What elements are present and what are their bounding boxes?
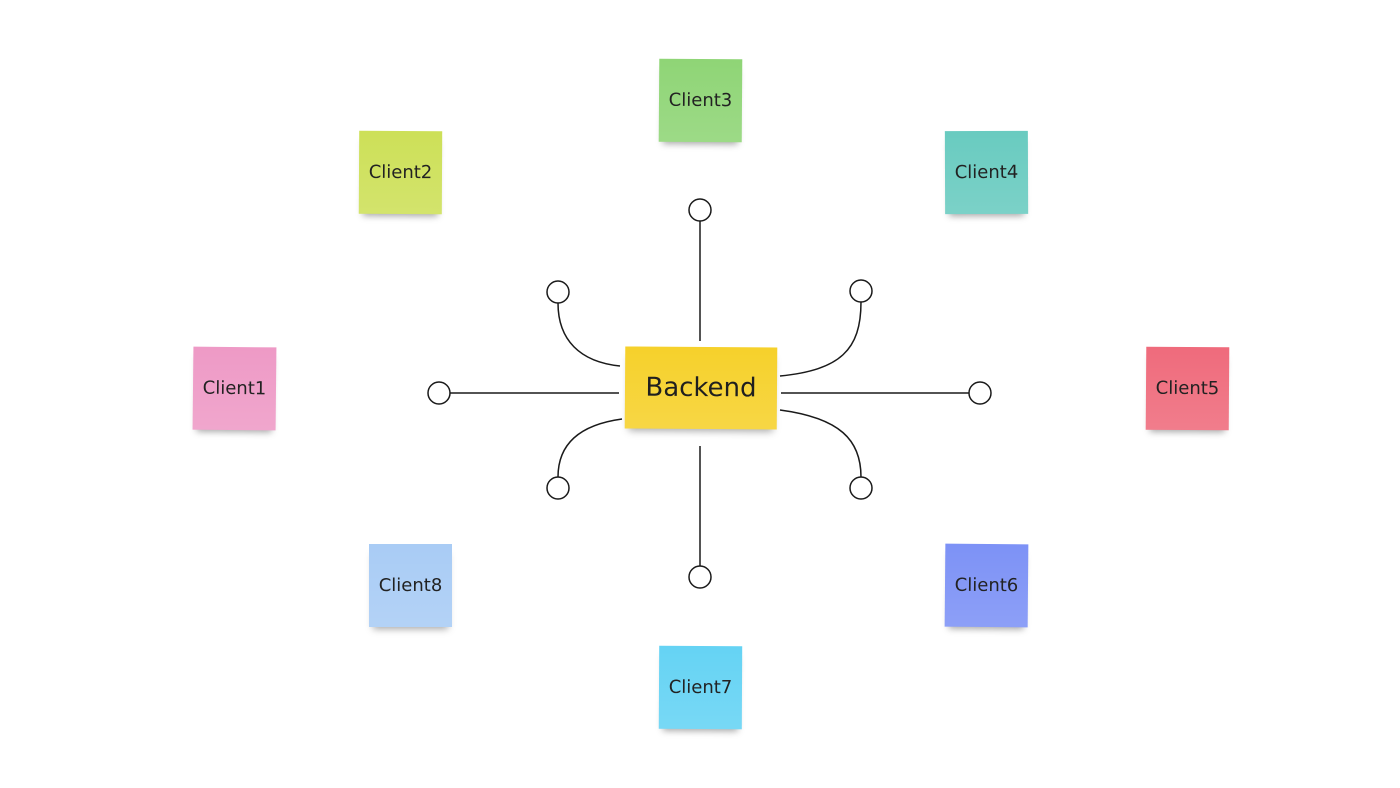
client5-label: Client5	[1155, 377, 1220, 400]
connector-curve-bottom-left	[557, 418, 623, 478]
endpoint-circle-top[interactable]	[688, 198, 712, 222]
client3-label: Client3	[668, 89, 733, 112]
client3-sticky-note[interactable]: Client3	[658, 58, 743, 143]
client1-sticky-note[interactable]: Client1	[192, 346, 277, 431]
endpoint-circle-bottom[interactable]	[688, 565, 712, 589]
client5-sticky-note[interactable]: Client5	[1145, 346, 1230, 431]
client6-sticky-note[interactable]: Client6	[944, 543, 1029, 628]
connector-curve-top-left	[557, 302, 621, 367]
client7-label: Client7	[668, 676, 733, 699]
client1-label: Client1	[202, 377, 267, 400]
client8-label: Client8	[378, 575, 443, 596]
client7-sticky-note[interactable]: Client7	[658, 645, 743, 730]
backend-label: Backend	[645, 372, 757, 404]
client4-label: Client4	[954, 161, 1019, 184]
connector-curve-top-right	[779, 301, 862, 377]
endpoint-circle-left[interactable]	[427, 381, 451, 405]
endpoint-circle-top-right[interactable]	[849, 279, 873, 303]
client2-label: Client2	[368, 161, 433, 184]
client2-sticky-note[interactable]: Client2	[358, 130, 443, 215]
endpoint-circle-bottom-left[interactable]	[546, 476, 570, 500]
client6-label: Client6	[954, 574, 1019, 597]
client4-sticky-note[interactable]: Client4	[944, 130, 1029, 215]
endpoint-circle-right[interactable]	[968, 381, 992, 405]
connector-curve-bottom-right	[779, 409, 862, 478]
client8-sticky-note[interactable]: Client8	[369, 544, 452, 627]
backend-sticky-note[interactable]: Backend	[624, 346, 778, 430]
endpoint-circle-bottom-right[interactable]	[849, 476, 873, 500]
endpoint-circle-top-left[interactable]	[546, 280, 570, 304]
connector-group	[427, 198, 992, 589]
